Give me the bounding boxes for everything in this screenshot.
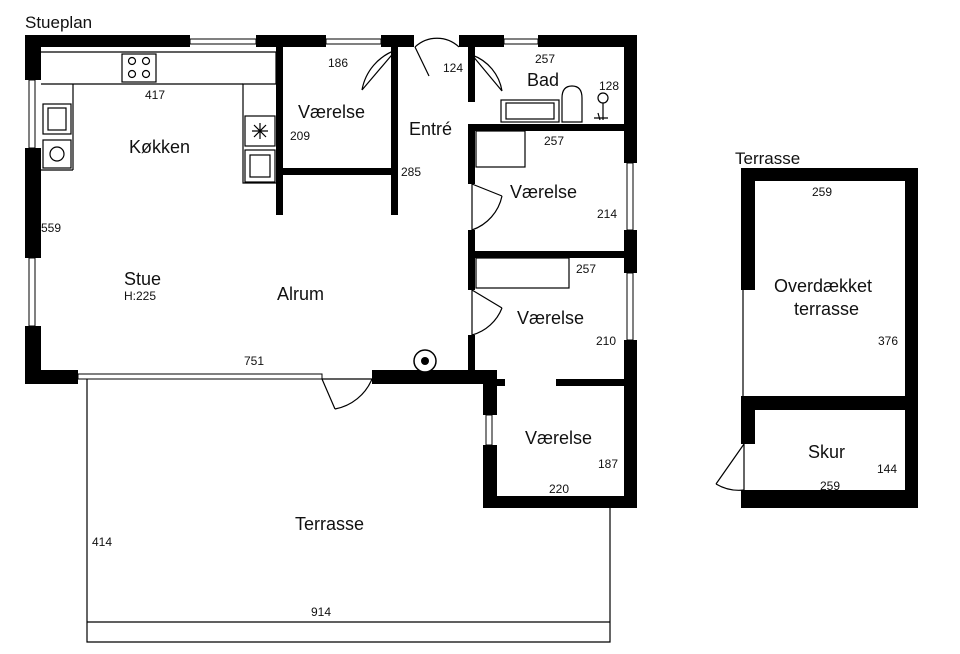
terrace-outline xyxy=(86,378,611,643)
dim-living-width: 751 xyxy=(244,354,264,368)
dim-entre-width: 124 xyxy=(443,61,463,75)
room-label-covered-terrace-1: Overdækket xyxy=(774,276,872,296)
dim-room-b-depth: 214 xyxy=(597,207,617,221)
room-label-entre: Entré xyxy=(409,119,452,139)
doors xyxy=(321,37,503,410)
dim-kitchen-width: 417 xyxy=(145,88,165,102)
dim-terrace-depth: 414 xyxy=(92,535,112,549)
room-label-shed: Skur xyxy=(808,442,845,462)
dim-terrace-width: 914 xyxy=(311,605,331,619)
dim-bad-depth: 128 xyxy=(599,79,619,93)
room-label-bedroom-b: Værelse xyxy=(510,182,577,202)
dim-shed-width: 259 xyxy=(820,479,840,493)
dim-room-b-width: 257 xyxy=(544,134,564,148)
dim-room-c-width: 257 xyxy=(576,262,596,276)
wardrobes xyxy=(475,130,570,289)
room-label-living: Stue xyxy=(124,269,161,289)
dim-room-c-depth: 210 xyxy=(596,334,616,348)
main-walls xyxy=(25,35,637,508)
dim-left-depth: 559 xyxy=(41,221,61,235)
room-label-bedroom-a: Værelse xyxy=(298,102,365,122)
living-height-label: H:225 xyxy=(124,289,156,303)
dim-room-a-width: 186 xyxy=(328,56,348,70)
dim-room-a-depth: 209 xyxy=(290,129,310,143)
dim-covered-depth: 376 xyxy=(878,334,898,348)
room-label-bathroom: Bad xyxy=(527,70,559,90)
section-title-annex: Terrasse xyxy=(735,149,800,168)
room-label-bedroom-d: Værelse xyxy=(525,428,592,448)
room-label-covered-terrace-2: terrasse xyxy=(794,299,859,319)
dim-room-d-depth: 187 xyxy=(598,457,618,471)
fireplace xyxy=(413,349,437,373)
dim-room-d-width: 220 xyxy=(549,482,569,496)
room-label-terrace: Terrasse xyxy=(295,514,364,534)
room-label-alrum: Alrum xyxy=(277,284,324,304)
annex-walls xyxy=(715,168,918,508)
room-label-bedroom-c: Værelse xyxy=(517,308,584,328)
section-title-main: Stueplan xyxy=(25,13,92,32)
dim-entre-depth: 285 xyxy=(401,165,421,179)
bathroom-fixtures xyxy=(500,85,609,123)
room-label-kitchen: Køkken xyxy=(129,137,190,157)
dim-covered-width: 259 xyxy=(812,185,832,199)
kitchen-fixtures xyxy=(41,51,277,184)
dim-bad-width: 257 xyxy=(535,52,555,66)
dim-shed-depth: 144 xyxy=(877,462,897,476)
